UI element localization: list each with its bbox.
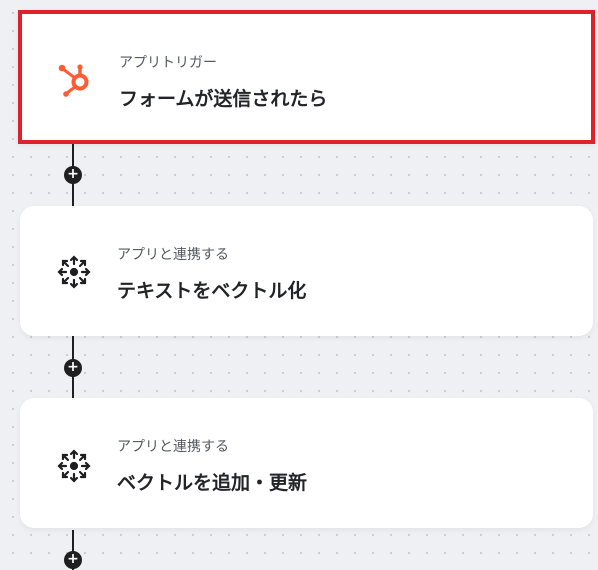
add-step-button[interactable]: +: [64, 359, 82, 377]
flow-step-trigger-card[interactable]: アプリトリガー フォームが送信されたら: [18, 10, 595, 144]
step-subtitle: アプリトリガー: [119, 55, 217, 71]
vector-ai-icon: [57, 255, 91, 289]
flow-step-card[interactable]: アプリと連携する テキストをベクトル化: [20, 206, 593, 336]
step-subtitle: アプリと連携する: [117, 247, 229, 263]
hubspot-icon: [58, 64, 89, 97]
step-title: フォームが送信されたら: [119, 88, 328, 110]
step-title: テキストをベクトル化: [117, 280, 307, 302]
add-step-button[interactable]: +: [64, 551, 82, 569]
add-step-button[interactable]: +: [64, 166, 82, 184]
vector-ai-icon: [57, 449, 91, 483]
step-subtitle: アプリと連携する: [117, 439, 229, 455]
step-title: ベクトルを追加・更新: [117, 472, 308, 494]
flow-connector: [72, 530, 74, 570]
flow-step-card[interactable]: アプリと連携する ベクトルを追加・更新: [20, 398, 593, 528]
